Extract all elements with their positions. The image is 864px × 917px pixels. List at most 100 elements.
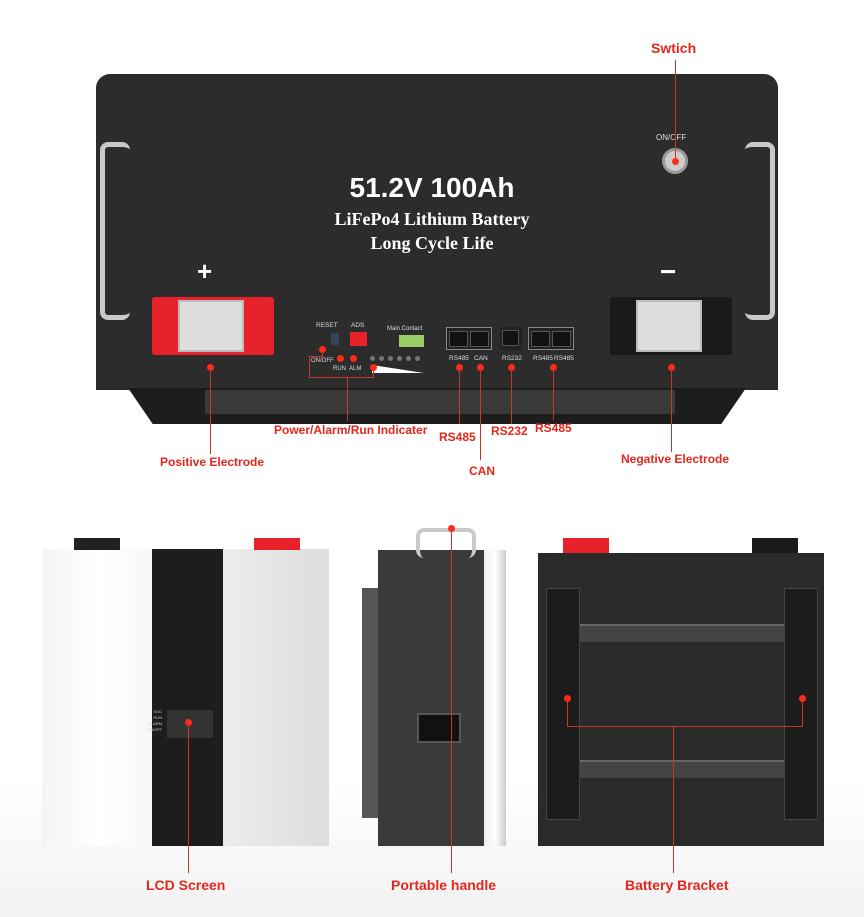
indicator-leader-line (309, 356, 322, 357)
soc-led (397, 356, 402, 361)
bracket-leader-line (673, 726, 674, 873)
product-title: 51.2V 100Ah (349, 172, 515, 203)
bracket-left (546, 588, 580, 820)
switch-leader-line (675, 60, 676, 158)
portable-handle[interactable] (416, 528, 476, 558)
lcd-leader-line (188, 723, 189, 873)
lcd-view-negative-terminal (74, 538, 120, 550)
bracket-rail-bottom (580, 760, 784, 778)
rs232-port (500, 327, 522, 350)
led-onoff: ON/OFF (146, 727, 162, 732)
port-label-rs485: RS485 (449, 355, 469, 362)
bracket-view-battery (538, 553, 824, 846)
lcd-marker-dot (185, 719, 192, 726)
rs485-port-block (528, 327, 574, 350)
port-marker-dot (508, 364, 515, 371)
reset-button[interactable] (331, 333, 339, 345)
rj45-jack (449, 331, 468, 347)
right-handle (745, 142, 775, 320)
reset-label: RESET (316, 322, 338, 329)
bracket-leader-line (567, 726, 803, 727)
side-handle-recess (417, 713, 461, 743)
soc-led (406, 356, 411, 361)
soc-led (388, 356, 393, 361)
lcd-screen-callout: LCD Screen (146, 877, 226, 893)
left-handle (100, 142, 130, 320)
indicator-callout: Power/Alarm/Run Indicater (274, 423, 428, 437)
rj45-jack (531, 331, 550, 347)
battery-bracket-callout: Battery Bracket (625, 877, 729, 893)
negative-marker-dot (668, 364, 675, 371)
switch-callout: Swtich (651, 40, 697, 56)
soc-marker-dot (370, 364, 377, 371)
negative-terminal-plate (636, 300, 702, 352)
side-view-battery (378, 550, 484, 846)
lcd-black-panel (152, 549, 223, 846)
port-marker-dot (477, 364, 484, 371)
port-leader-line (480, 368, 481, 460)
indicator-leader-line (373, 370, 374, 378)
rs485-can-port-block (446, 327, 492, 350)
onoff-label: ON/OFF (311, 358, 334, 364)
indicator-leader-line (322, 352, 323, 357)
positive-terminal-plate (178, 300, 244, 352)
led-run: RUN (153, 715, 162, 720)
soc-led (415, 356, 420, 361)
rs485-callout: RS485 (439, 430, 476, 444)
positive-electrode-callout: Positive Electrode (160, 455, 265, 469)
port-marker-dot (550, 364, 557, 371)
soc-led (370, 356, 375, 361)
indicator-leader-line (347, 377, 348, 421)
negative-leader-line (671, 368, 672, 452)
bracket-leader-line (802, 699, 803, 726)
product-subtitle: LiFePo4 Lithium Battery (334, 209, 530, 229)
plus-sign: + (197, 256, 213, 286)
onoff-marker-dot (319, 346, 326, 353)
port-marker-dot (456, 364, 463, 371)
port-leader-line (553, 368, 554, 420)
handle-marker-dot (448, 525, 455, 532)
rj11-jack (502, 330, 519, 346)
positive-leader-line (210, 368, 211, 454)
battery-base-bar (205, 390, 675, 414)
minus-sign: − (660, 256, 677, 287)
ads-dip-switch[interactable] (350, 332, 367, 346)
rs485-callout-2: RS485 (535, 421, 572, 435)
port-leader-line (459, 368, 460, 424)
soc-wedge (372, 365, 424, 373)
bracket-view-positive-terminal (563, 538, 609, 553)
port-leader-line (511, 368, 512, 424)
side-view-front-face (484, 550, 506, 846)
switch-dot (672, 158, 679, 165)
product-subtitle-2: Long Cycle Life (370, 233, 494, 253)
negative-electrode-callout: Negative Electrode (621, 452, 730, 466)
bracket-marker-dot (799, 695, 806, 702)
soc-led (379, 356, 384, 361)
rj45-jack (552, 331, 571, 347)
positive-marker-dot (207, 364, 214, 371)
run-marker-dot (337, 355, 344, 362)
indicator-leader-line (309, 377, 374, 378)
onoff-top-label: ON/OFF (656, 133, 687, 142)
rj45-jack (470, 331, 489, 347)
port-label-can: CAN (474, 355, 488, 362)
port-label-rs485-2: RS485 (533, 355, 553, 362)
led-soc: SOC (153, 709, 162, 714)
port-label-rs485-3: RS485 (554, 355, 574, 362)
can-callout: CAN (469, 464, 495, 478)
ads-label: ADS (351, 322, 365, 329)
bracket-right (784, 588, 818, 820)
indicator-leader-line (309, 356, 310, 378)
side-view-bracket (362, 588, 378, 818)
port-label-rs232: RS232 (502, 355, 522, 362)
portable-handle-callout: Portable handle (391, 877, 497, 893)
rs232-callout: RS232 (491, 424, 528, 438)
run-label: RUN (333, 366, 346, 372)
lcd-view-positive-terminal (254, 538, 300, 550)
alm-marker-dot (350, 355, 357, 362)
handle-leader-line (451, 529, 452, 873)
led-alarm: ALARM (148, 721, 162, 726)
bracket-leader-line (567, 699, 568, 726)
main-contact-connector (399, 335, 424, 347)
